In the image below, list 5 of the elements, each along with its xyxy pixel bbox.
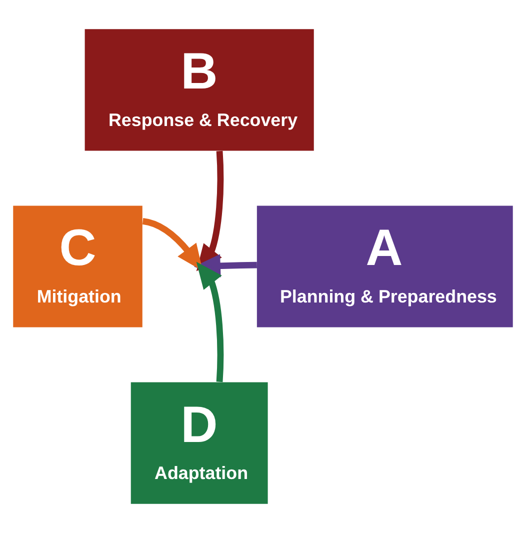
arrow: [194, 254, 257, 278]
node-box: C Mitigation: [13, 206, 142, 328]
node-box: A Planning & Preparedness: [256, 206, 513, 328]
node-box: B Response & Recovery: [84, 29, 314, 151]
node-box: D Adaptation: [130, 382, 268, 504]
